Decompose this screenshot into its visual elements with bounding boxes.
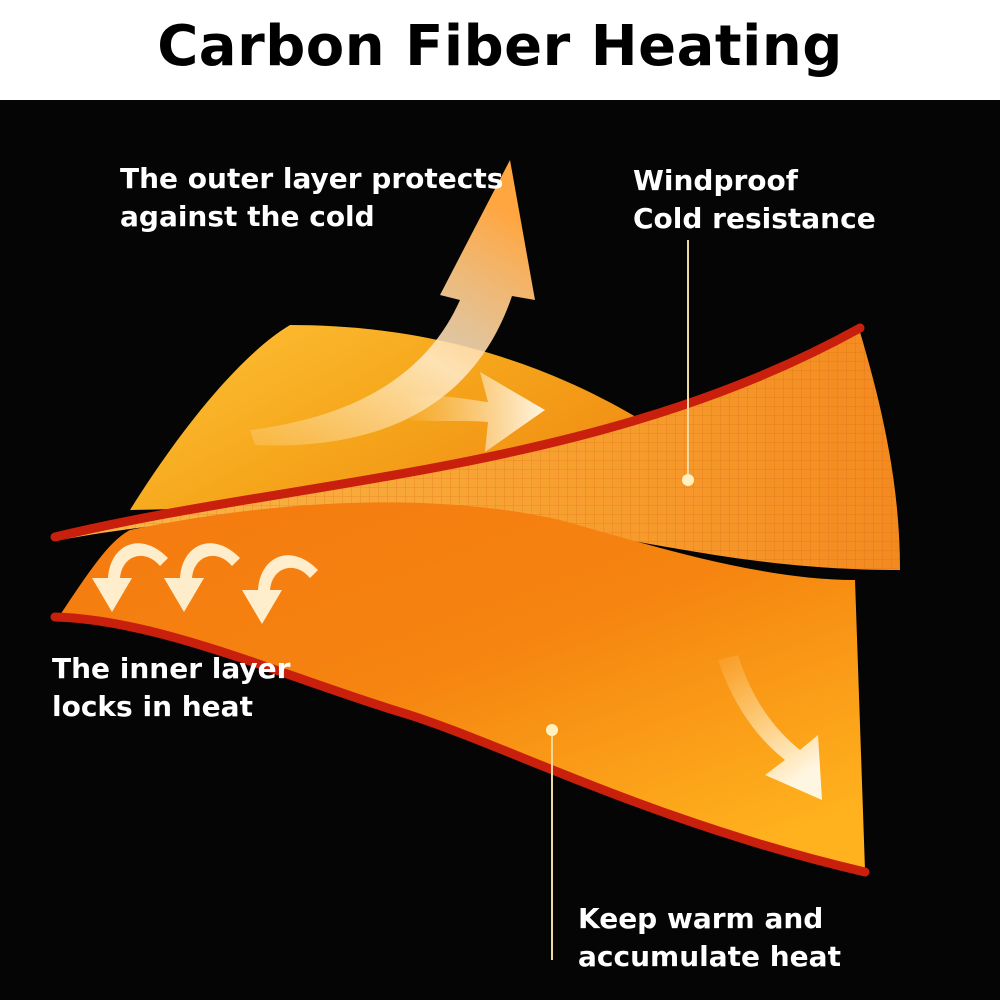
fabric-layers-diagram (50, 160, 900, 960)
keep-warm-label-line1: Keep warm and (578, 902, 824, 935)
outer-arrow-right-icon (410, 372, 545, 452)
keep-warm-label-line2: accumulate heat (578, 940, 841, 973)
inner-layer-label-line1: The inner layer (52, 652, 291, 685)
inner-layer-label: The inner layer locks in heat (52, 650, 290, 726)
curl-arrow-icon (92, 543, 168, 612)
heat-lock-arrows (92, 543, 318, 624)
inner-arrow-down-icon (718, 655, 822, 800)
curl-arrow-icon (164, 543, 240, 612)
inner-layer-edge (50, 612, 870, 877)
keep-warm-label: Keep warm and accumulate heat (578, 900, 841, 976)
inner-layer-label-line2: locks in heat (52, 690, 253, 723)
windproof-label-line1: Windproof (633, 164, 798, 197)
outer-arrow-up-icon (250, 160, 535, 446)
title-bar: Carbon Fiber Heating (0, 0, 1000, 100)
outer-layer-label-line1: The outer layer protects (120, 162, 504, 195)
page-title: Carbon Fiber Heating (157, 13, 843, 79)
diagram-stage: The outer layer protects against the col… (0, 100, 1000, 1000)
middle-layer-edge (50, 323, 865, 542)
windproof-label-line2: Cold resistance (633, 202, 876, 235)
curl-arrow-icon (242, 555, 318, 624)
keep-warm-callout-dot (546, 724, 558, 736)
windproof-callout-dot (682, 474, 694, 486)
outer-layer-label: The outer layer protects against the col… (120, 160, 503, 236)
outer-layer-label-line2: against the cold (120, 200, 375, 233)
windproof-label: Windproof Cold resistance (633, 162, 876, 238)
